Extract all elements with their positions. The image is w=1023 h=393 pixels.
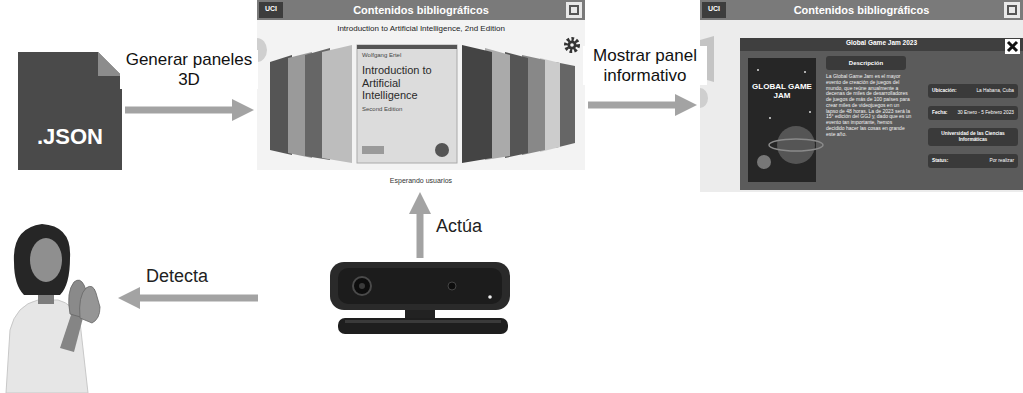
flag-icon-mark bbox=[569, 5, 579, 15]
carousel-screenshot: Contenidos bibliográficosIntroduction to… bbox=[257, 0, 585, 192]
panel-header bbox=[740, 38, 1023, 51]
header-bar bbox=[700, 0, 1023, 20]
screen-title: Contenidos bibliográficos bbox=[297, 4, 545, 17]
screen-title: Contenidos bibliográficos bbox=[740, 4, 983, 17]
poster-title: GLOBAL GAME JAM bbox=[750, 82, 814, 100]
book-cover bbox=[322, 45, 352, 163]
book-cover-center bbox=[357, 45, 457, 163]
cover-edition: Second Edition bbox=[362, 106, 452, 113]
edge-label: Mostrar panel informativo bbox=[583, 46, 707, 85]
flag-icon bbox=[566, 2, 582, 18]
poster-star bbox=[804, 71, 806, 73]
kinect-sensor bbox=[448, 282, 456, 290]
info-field: Status: Por realizar bbox=[928, 154, 1018, 168]
logo-text: UCI bbox=[702, 5, 726, 13]
panel-background bbox=[740, 38, 1023, 190]
info-panel: Global Game Jam 2023 La Global Game Jam e… bbox=[740, 38, 1023, 190]
kinect-lens bbox=[353, 277, 371, 295]
file-page bbox=[18, 52, 122, 170]
flag-icon-mark bbox=[1007, 5, 1017, 15]
field-value: Universidad de las Ciencias Informáticas bbox=[932, 131, 1014, 142]
field-name: Ubicación: bbox=[932, 88, 957, 94]
kinect-base-highlight bbox=[345, 320, 501, 323]
cover-badge bbox=[435, 143, 449, 157]
logo-box bbox=[259, 2, 283, 18]
kinect-base bbox=[338, 318, 508, 334]
flag-icon bbox=[1004, 2, 1020, 18]
close-icon bbox=[1008, 42, 1017, 51]
status-message: Esperando usuarios bbox=[357, 177, 485, 185]
logo-box bbox=[702, 2, 726, 18]
poster-planet bbox=[757, 155, 771, 169]
action-label: Actúa bbox=[436, 216, 516, 237]
logo-text: UCI bbox=[259, 5, 283, 13]
field-value: Por realizar bbox=[989, 158, 1014, 164]
poster-ring bbox=[769, 139, 823, 151]
person-face bbox=[30, 238, 62, 282]
panel-title: Global Game Jam 2023 bbox=[810, 39, 953, 46]
info-field: Universidad de las Ciencias Informáticas bbox=[928, 128, 1018, 146]
cover-band bbox=[357, 45, 457, 49]
flow-arrow bbox=[588, 102, 688, 109]
event-poster bbox=[748, 58, 816, 182]
file-type: .JSON bbox=[18, 124, 122, 149]
kinect-face bbox=[338, 268, 502, 304]
kinect-led bbox=[488, 295, 492, 299]
gear-teeth bbox=[566, 39, 578, 51]
description-body: La Global Game Jam es el mayor evento de… bbox=[826, 74, 912, 137]
book-cover bbox=[462, 45, 492, 163]
edge-label: Generar paneles 3D bbox=[120, 50, 258, 89]
screen-background bbox=[257, 20, 585, 170]
screen-background bbox=[700, 20, 1023, 192]
file-shape bbox=[18, 52, 122, 170]
gear-icon bbox=[568, 41, 577, 50]
nav-button bbox=[257, 38, 267, 62]
book-title: Introduction to Artificial Intelligence,… bbox=[277, 24, 565, 33]
info-field: Ubicación: La Habana, Cuba bbox=[928, 84, 1018, 98]
close-button bbox=[1005, 39, 1020, 54]
field-value: 30 Enero - 5 Febrero 2023 bbox=[957, 110, 1014, 116]
json-file-icon: .JSON bbox=[18, 52, 122, 170]
file-fold bbox=[98, 52, 122, 76]
kinect-body bbox=[330, 262, 510, 310]
poster-planet bbox=[777, 126, 815, 164]
gear-hole bbox=[570, 43, 574, 47]
cover-badge bbox=[362, 146, 384, 154]
field-name: Fecha: bbox=[932, 110, 947, 116]
poster-star bbox=[769, 117, 771, 119]
field-value: La Habana, Cuba bbox=[976, 88, 1014, 94]
description-tab: Descripción bbox=[826, 56, 906, 70]
info-screenshot: Contenidos bibliográficosGlobal Game Jam… bbox=[700, 0, 1023, 192]
person-hair bbox=[14, 224, 70, 295]
poster-star bbox=[809, 111, 811, 113]
act-arrow bbox=[417, 201, 424, 258]
cover-title: Introduction to Artificial Intelligence bbox=[362, 64, 452, 102]
flow-arrow bbox=[125, 107, 245, 114]
field-name: Status: bbox=[932, 158, 948, 164]
poster-star bbox=[757, 69, 759, 71]
detect-arrow bbox=[127, 295, 258, 302]
header-bar bbox=[257, 0, 585, 20]
person-hand bbox=[80, 286, 100, 323]
cover-author: Wolfgang Ertel bbox=[362, 52, 452, 59]
nav-button bbox=[700, 88, 708, 108]
kinect-lens-core bbox=[359, 283, 365, 289]
tab-title: Descripción bbox=[849, 60, 883, 67]
action-label: Detecta bbox=[146, 266, 236, 287]
info-field: Fecha: 30 Enero - 5 Febrero 2023 bbox=[928, 106, 1018, 120]
